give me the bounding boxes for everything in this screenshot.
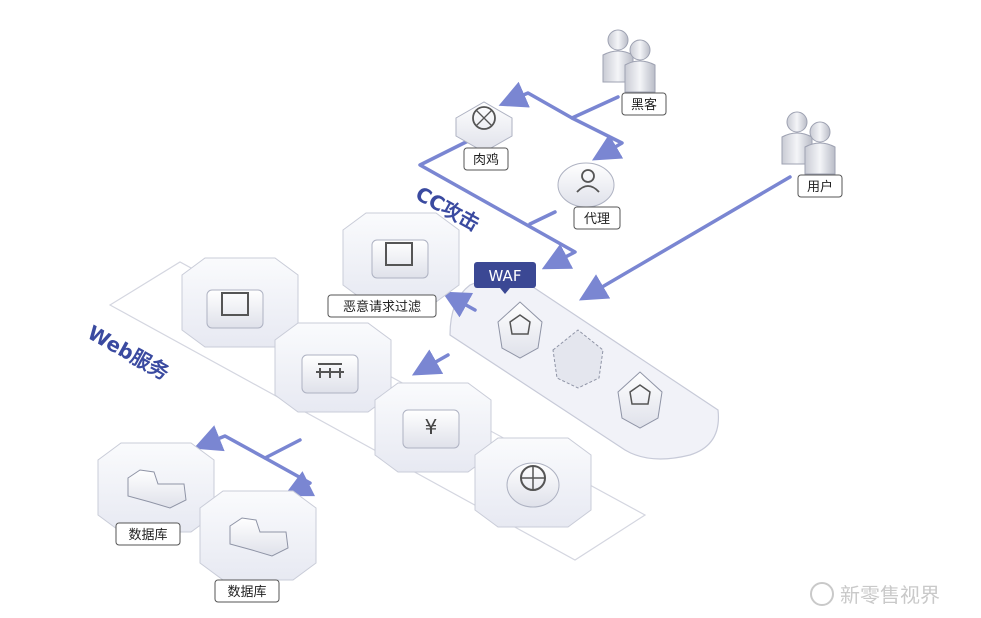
arrow-hacker-to-proxy [570, 116, 624, 161]
arrow-waf-to-filter [441, 291, 477, 318]
arrow-waf-to-web [411, 349, 450, 376]
weibo-icon [810, 582, 834, 606]
svg-text:¥: ¥ [425, 415, 438, 439]
watermark-text: 新零售视界 [840, 583, 940, 607]
database-tag-1: 数据库 [115, 522, 181, 546]
user-label: 用户 [807, 179, 833, 195]
hacker-tag: 黑客 [621, 92, 667, 116]
hacker-people-icon [602, 29, 656, 93]
filter-label: 恶意请求过滤 [343, 299, 421, 315]
database-tile-2 [199, 490, 317, 581]
zombie-tag: 肉鸡 [463, 147, 509, 171]
database-label-2: 数据库 [227, 584, 266, 600]
arrow-web-to-database-2 [263, 456, 316, 497]
waf-shield-3 [617, 371, 663, 429]
flow-arrows [193, 81, 792, 497]
filter-tag: 恶意请求过滤 [327, 294, 437, 318]
web-service-plate [108, 261, 647, 561]
user-people-icon [781, 111, 836, 175]
arrow-proxy-cc [528, 210, 557, 226]
waf-shield-1 [497, 301, 543, 359]
arrow-web-to-database [193, 425, 302, 460]
database-label-1: 数据库 [128, 527, 167, 543]
zombie-node [455, 101, 513, 153]
arrow-zombie-cc [418, 138, 577, 270]
web-tile-2 [274, 322, 392, 413]
database-tag-2: 数据库 [214, 579, 280, 603]
web-tile-3: ¥ [374, 382, 492, 473]
waf-badge: WAF [474, 262, 536, 294]
zombie-label: 肉鸡 [473, 152, 499, 168]
proxy-label: 代理 [584, 212, 610, 227]
proxy-tag: 代理 [573, 206, 621, 230]
proxy-node [557, 162, 615, 208]
web-tile-1 [181, 257, 299, 348]
filter-tile [342, 212, 460, 303]
arrow-hacker-to-zombie [498, 81, 620, 120]
web-tile-4 [474, 437, 592, 528]
waf-label: WAF [489, 267, 522, 285]
hacker-label: 黑客 [631, 97, 657, 113]
waf-shield-2 [552, 329, 604, 389]
user-tag: 用户 [797, 174, 843, 198]
database-tile-1 [97, 442, 215, 533]
arrow-user-to-waf [578, 175, 792, 301]
web-service-label: Web服务 [84, 320, 175, 385]
watermark: 新零售视界 [810, 582, 940, 607]
